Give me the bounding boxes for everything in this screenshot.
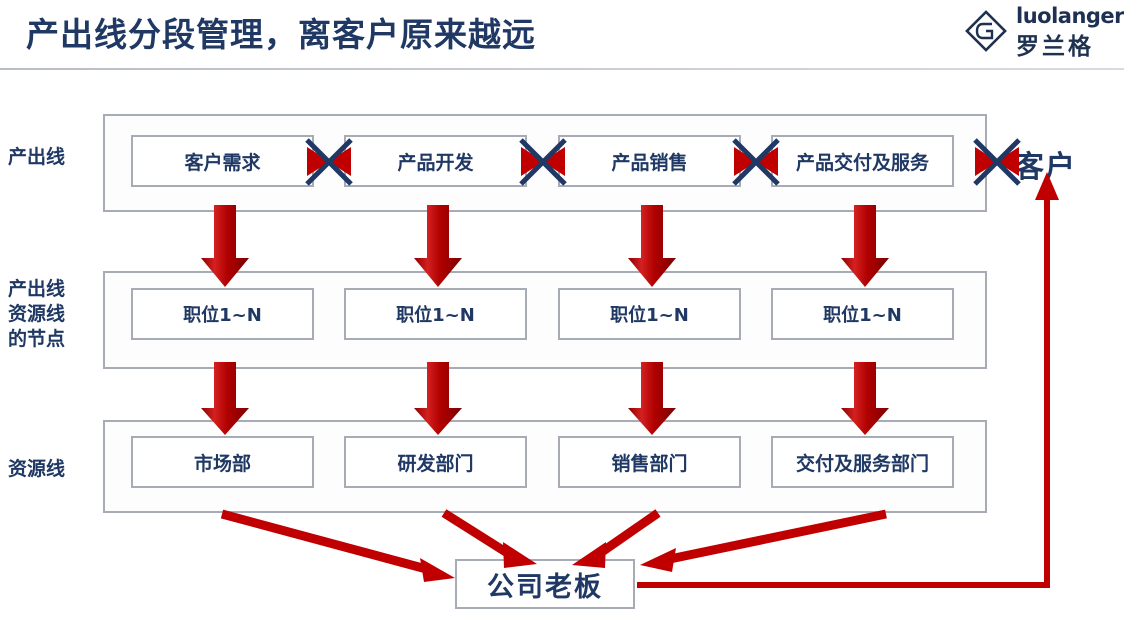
node-position-2[interactable]: 职位1~N [344,288,527,340]
node-position-4[interactable]: 职位1~N [771,288,954,340]
label-customer: 客户 [1014,150,1076,185]
header-divider [0,68,1124,70]
node-department-4[interactable]: 交付及服务部门 [771,436,954,488]
node-output-3[interactable]: 产品销售 [558,135,741,187]
boss-incoming-arrow-1 [220,509,455,582]
node-position-1[interactable]: 职位1~N [131,288,314,340]
node-company-boss[interactable]: 公司老板 [455,559,635,609]
row-label-output-line: 产出线 [8,146,66,168]
node-department-1[interactable]: 市场部 [131,436,314,488]
node-output-1[interactable]: 客户需求 [131,135,314,187]
row-label-resource-node: 产出线 资源线 的节点 [8,278,66,350]
boss-to-customer-arrow [637,172,1059,588]
page-title: 产出线分段管理，离客户原来越远 [26,15,536,54]
brand-logo: luolanger 罗兰格 [962,2,1124,60]
node-position-3[interactable]: 职位1~N [558,288,741,340]
diamond-g-logo-icon [965,10,1007,52]
node-output-2[interactable]: 产品开发 [344,135,527,187]
node-department-3[interactable]: 销售部门 [558,436,741,488]
row-label-resource-line: 资源线 [8,458,66,480]
logo-chinese-text: 罗兰格 [1016,34,1094,60]
logo-latin-text: luolanger [1016,4,1124,28]
boss-incoming-arrow-4 [640,509,887,572]
node-department-2[interactable]: 研发部门 [344,436,527,488]
page-header: 产出线分段管理，离客户原来越远 luolanger 罗兰格 [0,0,1124,70]
node-output-4[interactable]: 产品交付及服务 [771,135,954,187]
